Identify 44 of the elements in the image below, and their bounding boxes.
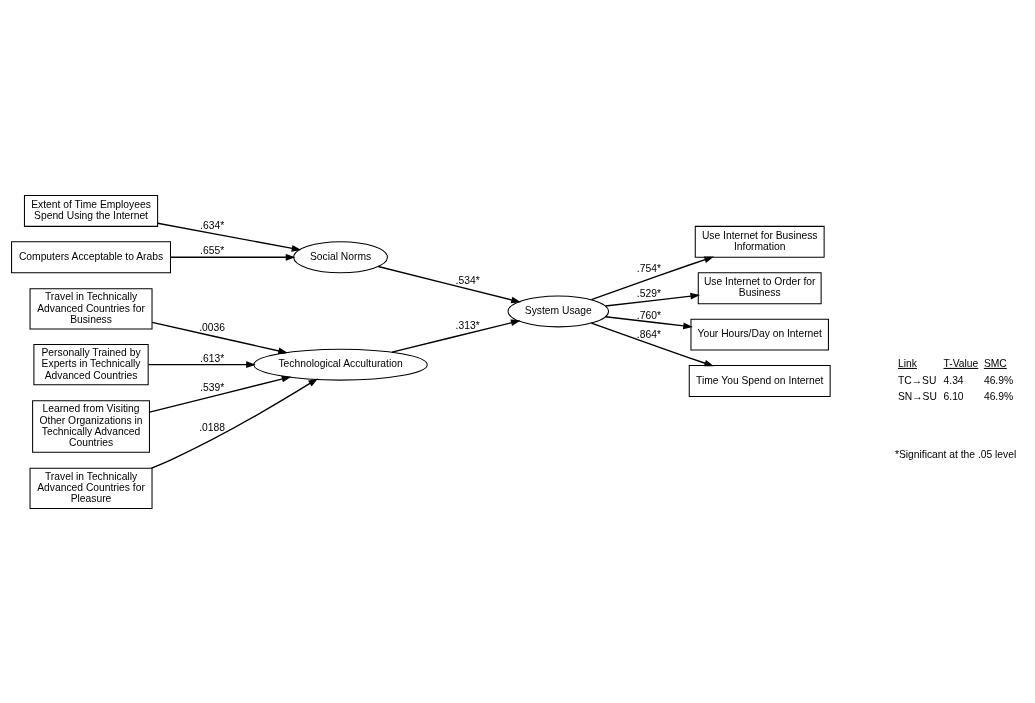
label: 4.34 <box>943 374 964 386</box>
label: SN→SU <box>898 390 937 402</box>
edge-label: .760* <box>636 309 661 321</box>
node-box: Learned from Visiting Other Organizations in Technically Advanced Countries <box>32 399 150 453</box>
label: 46.9% <box>983 390 1014 402</box>
node-box: Extent of Time Employees Spend Using the Internet <box>23 194 159 227</box>
arrow <box>156 222 302 252</box>
arrow <box>147 360 256 368</box>
arrow <box>590 256 714 300</box>
edge-label: .534* <box>455 274 480 286</box>
edge-label: .655* <box>200 244 225 256</box>
edge-label: .539* <box>200 381 225 393</box>
label: 46.9% <box>983 374 1014 386</box>
node-box: Use Internet to Order for Business <box>697 271 822 304</box>
arrow <box>151 321 288 354</box>
edge-label: .313* <box>455 319 480 331</box>
label: 6.10 <box>943 390 964 402</box>
node-box: Personally Trained by Experts in Technically Advanced Countries <box>33 343 149 385</box>
arrow <box>590 321 714 366</box>
label: *Significant at the .05 level <box>894 448 1017 460</box>
label: T-Value <box>943 357 979 369</box>
node-box: Computers Acceptable to Arabs <box>11 240 171 273</box>
node-box: Use Internet for Business Information <box>694 225 825 258</box>
edge-label: .0036 <box>199 321 226 333</box>
node-box: Travel in Technically Advanced Countries for Pleasure <box>29 467 153 509</box>
node-box: Time You Spend on Internet <box>688 364 831 397</box>
edge-label: .864* <box>636 328 661 340</box>
arrow <box>150 377 318 469</box>
arrow <box>149 375 292 413</box>
arrow <box>604 292 701 307</box>
arrow <box>604 315 693 329</box>
arrow <box>169 253 296 261</box>
label: SMC <box>983 357 1007 369</box>
arrow <box>377 265 521 303</box>
edge-label: .754* <box>636 262 661 274</box>
node-box: Your Hours/Day on Internet <box>690 318 829 351</box>
arrow <box>391 319 521 353</box>
edge-label: .634* <box>200 219 225 231</box>
node-box: Travel in Technically Advanced Countries for Business <box>29 287 153 330</box>
label: Link <box>898 357 917 369</box>
edge-label: .0188 <box>199 421 226 433</box>
edge-label: .613* <box>200 352 225 364</box>
edge-label: .529* <box>636 287 661 299</box>
label: TC→SU <box>898 374 937 386</box>
